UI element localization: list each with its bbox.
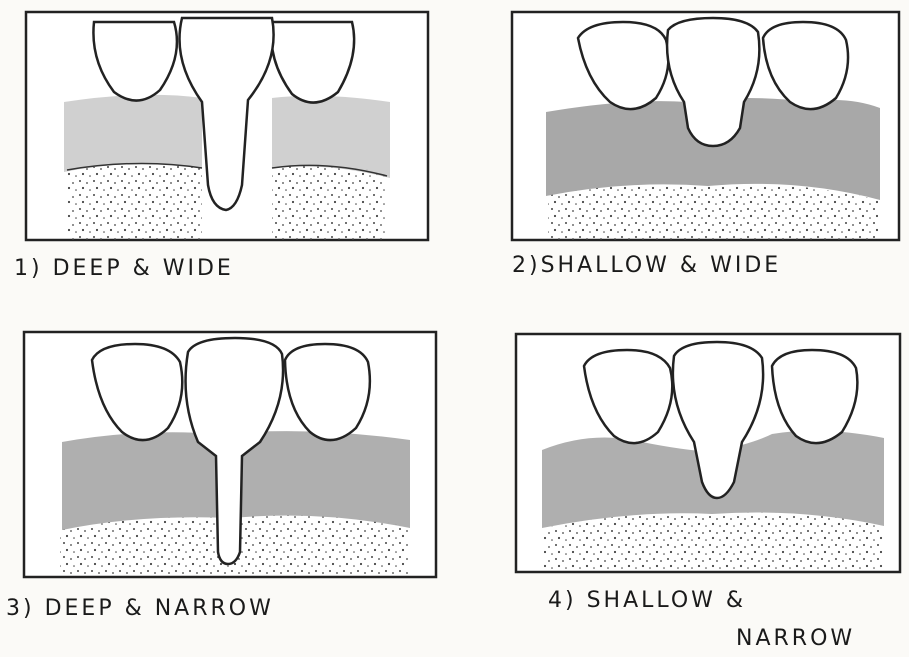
diagram-deep-wide <box>22 10 432 242</box>
diagram-shallow-wide <box>508 10 903 242</box>
caption-deep-wide: 1) DEEP & WIDE <box>14 258 234 280</box>
panel-shallow-narrow <box>512 332 904 576</box>
caption-shallow-narrow-line1: 4) SHALLOW & <box>548 590 746 612</box>
panel-deep-wide <box>22 10 432 242</box>
diagram-shallow-narrow <box>512 332 904 576</box>
diagram-deep-narrow <box>20 330 440 580</box>
caption-shallow-narrow-line2: NARROW <box>736 628 855 650</box>
caption-deep-narrow: 3) DEEP & NARROW <box>6 598 274 620</box>
gum-left <box>64 95 202 172</box>
panel-shallow-wide <box>508 10 903 242</box>
caption-shallow-wide: 2)SHALLOW & WIDE <box>512 255 781 277</box>
panel-deep-narrow <box>20 330 440 580</box>
